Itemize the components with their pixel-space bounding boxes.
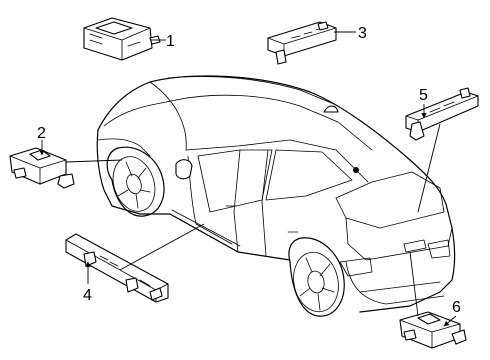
rear-wheel [288, 237, 345, 317]
callout-3: 3 [358, 25, 367, 42]
leader-2-to-car [65, 159, 123, 163]
leader-5-to-car [417, 123, 441, 213]
part-4-antenna-strip [65, 233, 169, 303]
car-body [96, 75, 456, 313]
leader-6 [443, 315, 457, 327]
part-5-antenna-bar [405, 87, 479, 141]
front-wheel [106, 146, 165, 217]
callout-4: 4 [83, 287, 92, 304]
callout-1: 1 [166, 33, 175, 50]
leader-4-to-car [119, 223, 205, 271]
leader-lines [39, 31, 457, 327]
part-6-rear-sensor [399, 311, 467, 349]
callout-6: 6 [452, 299, 461, 316]
callout-2: 2 [37, 125, 46, 142]
leader-6-to-car [409, 251, 419, 317]
part-2-sensor [9, 147, 75, 189]
callout-5: 5 [419, 87, 428, 104]
part-3-bracket [267, 21, 337, 65]
part-1-control-module [83, 17, 161, 61]
